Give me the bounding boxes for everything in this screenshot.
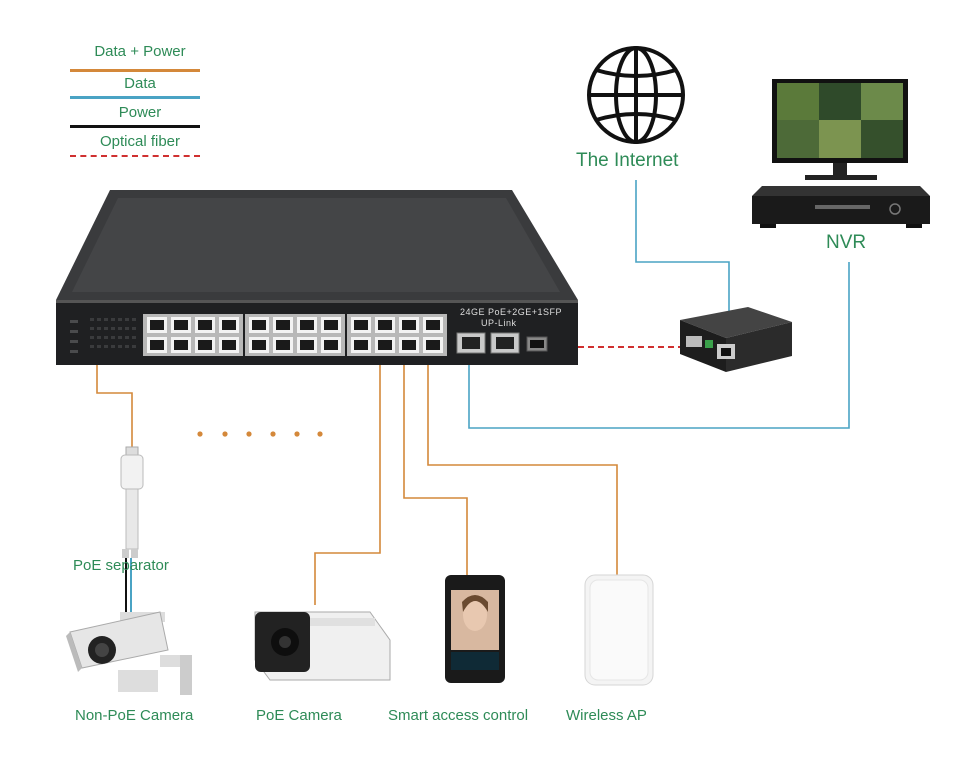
legend-line-data [70,96,200,99]
switch-status-led [118,345,122,348]
switch-status-led [132,327,136,330]
switch-rj45-socket [174,320,188,330]
poe-camera-label: PoE Camera [256,707,342,724]
switch-status-led [132,318,136,321]
switch-status-led [90,327,94,330]
wireless-ap-device [584,574,654,686]
switch-rj45-socket [198,340,212,350]
switch-rj45-socket [174,340,188,350]
switch-rj45-socket [150,320,164,330]
switch-status-led [104,345,108,348]
smart-access-label: Smart access control [388,707,529,724]
switch-status-led [90,345,94,348]
switch-status-led [111,318,115,321]
switch-rj45-socket [354,340,368,350]
switch-status-led [118,327,122,330]
switch-rj45-socket [276,320,290,330]
nvr-label: NVR [826,232,867,253]
switch-status-led [132,345,136,348]
switch-status-led [125,336,129,339]
switch-rj45-socket [378,320,392,330]
switch-status-led [111,336,115,339]
switch-status-led [111,345,115,348]
legend-line-power [70,125,200,128]
nvr-link-line [468,262,850,429]
switch-status-led [97,327,101,330]
switch-status-led [90,336,94,339]
legend-line-data-power [70,69,200,72]
internet-label: The Internet [576,150,679,171]
switch-status-led [97,345,101,348]
switch-rj45-socket [300,320,314,330]
switch-model-text: 24GE PoE+2GE+1SFP [460,307,563,317]
poe-camera-device [254,611,391,681]
switch-rj45-socket [426,320,440,330]
access-control-link-line [403,352,468,575]
nvr-monitor [772,79,908,180]
media-converter [680,307,792,372]
wireless-ap-label: Wireless AP [566,707,647,724]
switch-uplink-text: UP-Link [481,318,517,328]
internet-globe-icon [587,46,685,144]
switch-status-led [104,336,108,339]
legend-label-power: Power [118,104,162,121]
separator-link-line [96,350,133,447]
switch-rj45-socket [252,320,266,330]
poe-switch [56,190,578,365]
switch-status-led [90,318,94,321]
switch-rj45-socket [300,340,314,350]
switch-rj45-socket [222,320,236,330]
access-control-device [445,575,505,683]
switch-rj45-socket [150,340,164,350]
poe-separator-device [120,446,144,558]
switch-rj45-socket [222,340,236,350]
internet-link-line [635,180,730,330]
switch-rj45-socket [198,320,212,330]
switch-status-led [97,318,101,321]
switch-status-led [104,318,108,321]
switch-status-led [125,318,129,321]
switch-status-led [125,327,129,330]
switch-status-led [125,345,129,348]
legend-line-optical-fiber [70,155,200,157]
switch-rj45-socket [252,340,266,350]
switch-status-led [111,327,115,330]
switch-status-led [118,336,122,339]
legend-label-data-power: Data + Power [94,43,186,60]
non-poe-camera-label: Non-PoE Camera [75,707,194,724]
switch-rj45-socket [276,340,290,350]
switch-rj45-socket [426,340,440,350]
legend-label-data: Data [124,75,156,92]
wireless-ap-link-line [427,352,618,575]
switch-rj45-socket [324,340,338,350]
switch-rj45-socket [402,340,416,350]
switch-status-led [118,318,122,321]
switch-rj45-socket [402,320,416,330]
switch-status-led [104,327,108,330]
switch-status-led [132,336,136,339]
poe-camera-link-line [314,352,381,605]
non-poe-camera-device [66,611,192,695]
switch-rj45-socket [378,340,392,350]
switch-status-led [97,336,101,339]
poe-separator-label: PoE separator [73,557,169,574]
legend-label-optical-fiber: Optical fiber [99,133,181,150]
switch-rj45-socket [354,320,368,330]
more-devices-dots [197,431,323,437]
switch-rj45-socket [324,320,338,330]
nvr-recorder [752,186,930,228]
